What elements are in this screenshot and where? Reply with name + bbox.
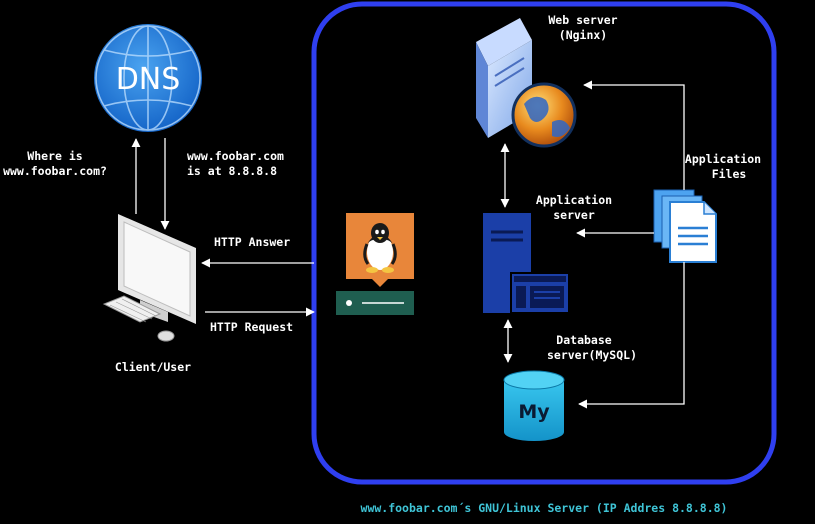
application-server-icon <box>483 213 570 314</box>
web-server-label-line2: (Nginx) <box>559 28 607 42</box>
web-server-label-line1: Web server <box>548 13 617 27</box>
client-computer-icon <box>102 214 196 342</box>
web-server-icon <box>476 18 577 148</box>
files-to-db-arrow <box>578 262 685 409</box>
dns-reply-line1: www.foobar.com <box>187 149 284 163</box>
files-to-web-arrow <box>583 80 685 190</box>
database-label-line2: server(MySQL) <box>547 348 637 362</box>
dns-globe-icon: DNS <box>94 24 202 132</box>
server-boundary <box>311 1 777 485</box>
app-files-label-line2: Files <box>712 167 747 181</box>
mysql-database-icon: My <box>503 370 565 441</box>
linux-server-icon <box>336 213 414 315</box>
dns-reply-line2: is at 8.8.8.8 <box>187 164 277 178</box>
database-label-line1: Database <box>556 333 611 347</box>
mysql-logo-text: My <box>518 401 550 423</box>
dns-label: DNS <box>116 62 181 97</box>
http-request-label: HTTP Request <box>210 320 293 334</box>
application-files-icon <box>653 189 717 263</box>
dns-query-line1: Where is <box>27 149 82 163</box>
client-label: Client/User <box>115 360 191 374</box>
dns-query-line2: www.foobar.com? <box>3 164 107 178</box>
app-server-label-line2: server <box>553 208 595 222</box>
server-caption: www.foobar.com´s GNU/Linux Server (IP Ad… <box>361 501 728 515</box>
app-server-label-line1: Application <box>536 193 612 207</box>
http-answer-label: HTTP Answer <box>214 235 290 249</box>
app-files-label-line1: Application <box>685 152 761 166</box>
